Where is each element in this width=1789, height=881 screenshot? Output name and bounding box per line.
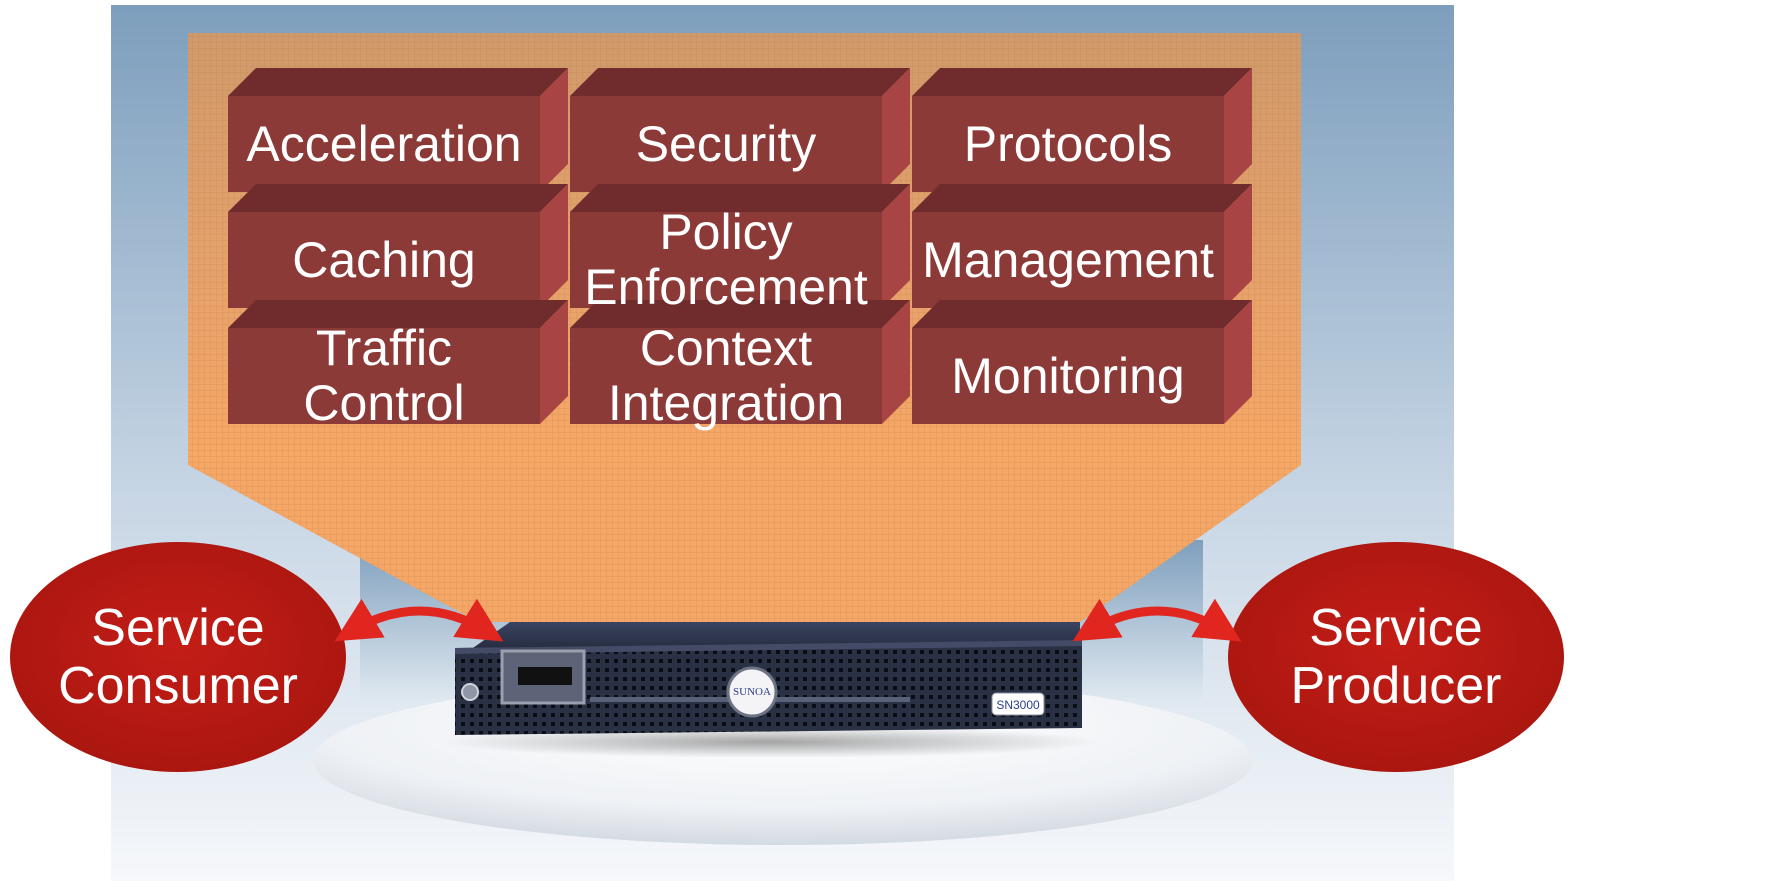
service-producer-line-1: Service — [1309, 598, 1483, 657]
block-label-line: Management — [922, 231, 1214, 288]
block-front-face — [228, 96, 540, 192]
block-side-face — [540, 68, 568, 192]
service-producer-label: Service Producer — [1258, 598, 1534, 715]
capability-blocks — [228, 68, 1252, 424]
block-label-caching: Caching — [228, 212, 540, 308]
block-top-face — [228, 184, 568, 212]
block-label-line: Enforcement — [584, 259, 868, 315]
block-policy-enforcement — [570, 184, 910, 308]
consumer-arrow — [334, 598, 504, 642]
service-producer-line-2: Producer — [1290, 657, 1502, 715]
drive-slot — [518, 667, 572, 685]
block-side-face — [882, 300, 910, 424]
block-traffic-control — [228, 300, 568, 424]
block-label-line: Control — [303, 375, 465, 431]
block-front-face — [228, 212, 540, 308]
block-top-face — [228, 300, 568, 328]
block-label-line: Acceleration — [246, 115, 522, 172]
service-consumer-line-2: Consumer — [58, 657, 298, 715]
block-label-management: Management — [912, 212, 1224, 308]
block-label-line: Context — [639, 320, 813, 376]
service-producer-node — [1228, 542, 1564, 772]
block-label-line: Traffic — [315, 320, 453, 376]
brand-text: SUNOA — [733, 686, 771, 698]
appliance-front-edge — [455, 640, 1082, 654]
block-label-line: Policy — [659, 204, 793, 260]
block-label-protocols: Protocols — [912, 96, 1224, 192]
model-text: SN3000 — [996, 698, 1040, 712]
block-top-face — [570, 300, 910, 328]
block-front-face — [570, 96, 882, 192]
funnel-grid — [188, 465, 1301, 622]
block-label-line: Security — [635, 115, 817, 172]
block-acceleration — [228, 68, 568, 192]
block-side-face — [882, 68, 910, 192]
block-caching — [228, 184, 568, 308]
service-consumer-node — [10, 542, 346, 772]
block-side-face — [1224, 184, 1252, 308]
block-front-face — [912, 328, 1224, 424]
block-top-face — [912, 184, 1252, 212]
service-consumer-line-1: Service — [91, 598, 265, 657]
block-label-line: Monitoring — [951, 347, 1185, 404]
block-monitoring — [912, 300, 1252, 424]
block-top-face — [570, 68, 910, 96]
block-side-face — [1224, 300, 1252, 424]
block-top-face — [570, 184, 910, 212]
block-protocols — [912, 68, 1252, 192]
block-management — [912, 184, 1252, 308]
block-side-face — [1224, 68, 1252, 192]
lock-icon — [461, 683, 479, 701]
appliance-shadow — [440, 726, 1100, 758]
block-top-face — [912, 68, 1252, 96]
producer-arrow — [1072, 598, 1242, 642]
block-label-security: Security — [570, 96, 882, 192]
block-side-face — [540, 184, 568, 308]
block-front-face — [912, 96, 1224, 192]
block-side-face — [882, 184, 910, 308]
block-label-line: Caching — [292, 231, 476, 288]
service-consumer-label: Service Consumer — [40, 598, 316, 715]
block-front-face — [570, 212, 882, 308]
block-front-face — [228, 328, 540, 424]
brand-badge — [726, 666, 778, 718]
block-label-acceleration: Acceleration — [228, 96, 540, 192]
appliance: SUNOA SN3000 — [440, 622, 1100, 758]
block-context-integration — [570, 300, 910, 424]
model-badge — [991, 692, 1045, 716]
block-label-line: Protocols — [963, 115, 1173, 172]
block-front-face — [570, 328, 882, 424]
block-top-face — [228, 68, 568, 96]
block-top-face — [912, 300, 1252, 328]
block-front-face — [912, 212, 1224, 308]
block-label-line: Integration — [607, 375, 845, 431]
block-label-monitoring: Monitoring — [912, 328, 1224, 424]
block-security — [570, 68, 910, 192]
block-side-face — [540, 300, 568, 424]
